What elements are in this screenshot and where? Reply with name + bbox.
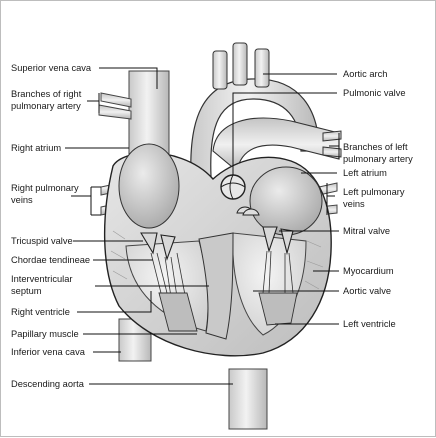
descending-aorta-vessel <box>228 368 268 430</box>
leader-lines <box>65 67 340 385</box>
label-aortic-valve: Aortic valve <box>343 286 391 296</box>
labels-right: Aortic arch Pulmonic valve Branches of l… <box>343 69 413 329</box>
label-right-ventricle: Right ventricle <box>11 307 70 317</box>
label-chordae-tendineae: Chordae tendineae <box>11 255 90 265</box>
papillary-muscle-left <box>258 292 298 326</box>
label-left-ventricle: Left ventricle <box>343 319 396 329</box>
left-atrium-chamber <box>249 166 323 236</box>
tricuspid-valve-leaflets <box>140 232 176 261</box>
label-inferior-vena-cava: Inferior vena cava <box>11 347 86 357</box>
label-tricuspid-valve: Tricuspid valve <box>11 236 73 246</box>
label-myocardium: Myocardium <box>343 266 394 276</box>
right-atrium-chamber <box>118 143 180 229</box>
papillary-muscle-right <box>158 292 198 332</box>
interventricular-septum-wall <box>198 232 234 340</box>
label-superior-vena-cava: Superior vena cava <box>11 63 92 73</box>
label-interventricular-septum-line2: septum <box>11 286 42 296</box>
label-pulmonic-valve: Pulmonic valve <box>343 88 406 98</box>
label-branches-right-pa-line2: pulmonary artery <box>11 101 81 111</box>
label-left-pulmonary-veins-line1: Left pulmonary <box>343 187 405 197</box>
mitral-valve-leaflets <box>262 226 294 256</box>
pulmonic-valve-cusps <box>220 174 246 200</box>
arch-branch-vessels <box>212 42 270 90</box>
label-descending-aorta: Descending aorta <box>11 379 85 389</box>
label-aortic-arch: Aortic arch <box>343 69 387 79</box>
label-mitral-valve: Mitral valve <box>343 226 390 236</box>
myocardium-shading <box>110 230 324 290</box>
label-papillary-muscle: Papillary muscle <box>11 329 79 339</box>
heart-illustration <box>98 42 342 430</box>
label-branches-left-pa-line2: pulmonary artery <box>343 154 413 164</box>
label-right-pulmonary-veins-line2: veins <box>11 195 33 205</box>
right-pulmonary-artery-branches <box>98 92 132 120</box>
pulmonic-valve-shape <box>220 174 246 200</box>
aortic-valve-shape <box>236 206 260 216</box>
chordae-left <box>262 250 294 294</box>
left-pulmonary-artery-branches <box>322 130 342 158</box>
label-left-pulmonary-veins-line2: veins <box>343 199 365 209</box>
label-right-atrium: Right atrium <box>11 143 61 153</box>
label-branches-left-pa-line1: Branches of left <box>343 142 408 152</box>
label-right-pulmonary-veins-line1: Right pulmonary <box>11 183 79 193</box>
labels-left: Superior vena cava Branches of right pul… <box>11 63 92 389</box>
label-branches-right-pa-line1: Branches of right <box>11 89 82 99</box>
label-interventricular-septum-line1: Interventricular <box>11 274 73 284</box>
label-left-atrium: Left atrium <box>343 168 387 178</box>
